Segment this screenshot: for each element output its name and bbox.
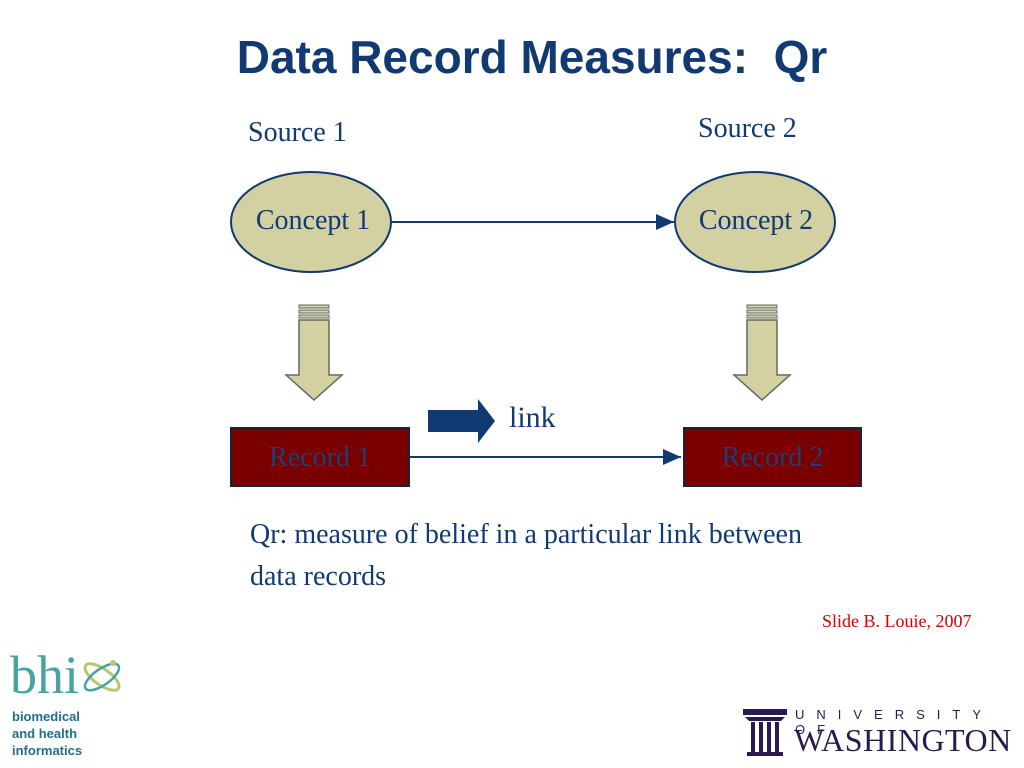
source-1-label: Source 1 <box>248 117 347 148</box>
bhi-logo-text: biomedical and health informatics <box>12 708 82 759</box>
bhi-line-2: and health <box>12 726 78 741</box>
concept-1-label: Concept 1 <box>255 205 371 236</box>
concept-2-label: Concept 2 <box>698 205 814 236</box>
bhi-line-1: biomedical <box>12 709 80 724</box>
concept-2-oval <box>674 171 836 273</box>
slide-credit: Slide B. Louie, 2007 <box>822 611 972 631</box>
record-2-box: Record 2 <box>683 427 862 487</box>
uw-university-of: UNIVERSITY OF <box>795 707 993 737</box>
source-2-label: Source 2 <box>698 113 797 144</box>
bhi-logo-mark: bhi <box>10 645 79 705</box>
uw-pillar-icon <box>743 709 787 756</box>
record-1-box: Record 1 <box>230 427 410 487</box>
link-label: link <box>509 401 556 434</box>
slide-title: Data Record Measures: Qr <box>236 31 828 83</box>
down-arrow-right <box>732 304 792 402</box>
qr-description: Qr: measure of belief in a particular li… <box>250 519 802 592</box>
block-arrow-icon <box>428 399 495 443</box>
uw-washington: WASHINGTON <box>794 722 1012 758</box>
bhi-line-3: informatics <box>12 743 83 758</box>
down-arrow-left <box>284 304 344 402</box>
bhi-logo: bhi <box>10 645 121 705</box>
